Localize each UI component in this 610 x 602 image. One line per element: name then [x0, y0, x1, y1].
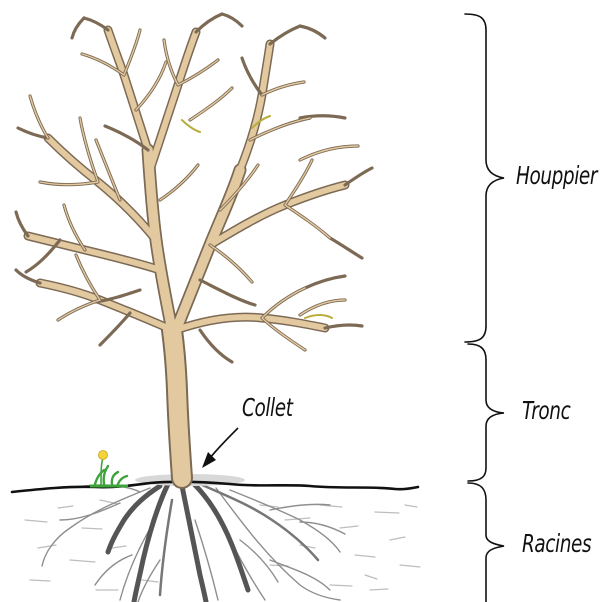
- dandelion-icon: [90, 451, 128, 487]
- soil-texture: [25, 500, 420, 590]
- collet-pointer-arrow: [202, 428, 238, 468]
- roots: [42, 484, 345, 602]
- trunk-bracket: [468, 344, 504, 481]
- collar-label: Collet: [242, 395, 293, 420]
- roots-bracket: [468, 483, 504, 602]
- tree: [16, 14, 372, 478]
- roots-label: Racines: [522, 531, 591, 556]
- crown-label: Houppier: [516, 163, 597, 188]
- crown-bracket: [465, 14, 504, 342]
- trunk-label: Tronc: [522, 398, 570, 423]
- brackets: [465, 14, 504, 602]
